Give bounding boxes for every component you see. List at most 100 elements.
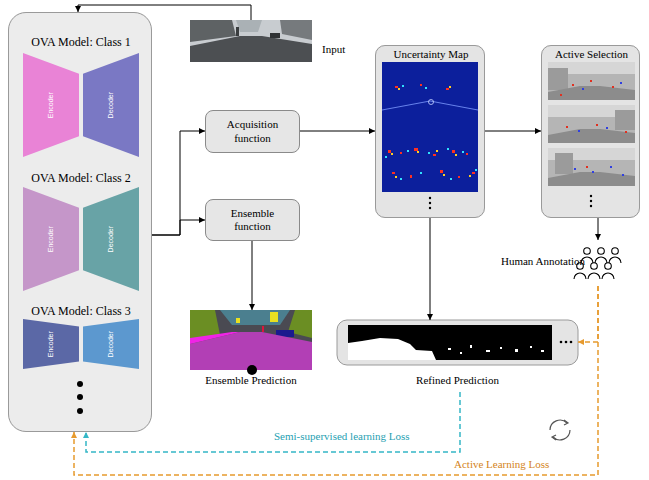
node-label: Ensemble function (218, 207, 288, 233)
block-label: Encoder (47, 226, 55, 252)
ellipsis-dots (560, 341, 563, 344)
uncertainty-heatmap (388, 84, 475, 178)
trapezoid-shape (23, 319, 79, 369)
trapezoid-shape (23, 53, 79, 157)
people-icon (612, 248, 619, 255)
flow-arrow (74, 286, 598, 475)
ellipsis-dots (77, 381, 83, 387)
selection-photo (548, 62, 635, 100)
cycle-icon (564, 420, 568, 425)
flow-arrow (485, 131, 541, 132)
selection-photo (548, 86, 635, 100)
segmentation-image (220, 310, 290, 325)
refined-mask (348, 325, 552, 360)
flow-arrow (300, 131, 375, 132)
loss-label: Active Learning Loss (452, 458, 551, 471)
trapezoid-shape (23, 187, 79, 291)
uncertainty-heatmap (429, 100, 434, 105)
node-label: OVA Model: Class 3 (31, 304, 130, 318)
prediction-box: Refined Prediction (337, 320, 578, 392)
input-image: Input (190, 20, 312, 62)
input-photo (236, 27, 239, 36)
flow-arrow (430, 218, 431, 320)
segmentation-image (247, 365, 257, 375)
selection-photo (566, 124, 627, 133)
refined-mask (448, 345, 544, 354)
people-icon (591, 263, 598, 270)
ellipsis-dots (77, 195, 592, 414)
decoder-block: Decoder (83, 319, 139, 369)
process-box: Acquisition function (205, 110, 300, 153)
annotation-node: Human Annotation (514, 240, 622, 286)
panel-ground (8, 12, 152, 432)
selection-panel: Active Selection (541, 45, 640, 218)
map-panel: Uncertainty Map (375, 45, 485, 218)
encoder-block: Encoder (23, 319, 79, 369)
ellipsis-dots (77, 408, 83, 414)
flow-arrow (598, 218, 599, 240)
node-label: OVA Model: Class 1 (31, 35, 130, 49)
ellipsis-dots (429, 207, 431, 209)
flow-arrow (252, 241, 253, 310)
uncertainty-heatmap (382, 62, 478, 192)
ellipsis-dots (590, 205, 592, 207)
ellipsis-dots (570, 341, 573, 344)
cycle-icon (553, 430, 570, 440)
block-label: Encoder (47, 331, 55, 357)
loss-label: Semi-supervised learning Loss (272, 430, 412, 443)
panel-ground (541, 45, 640, 218)
segmentation-image (236, 318, 240, 323)
cycle-icon (550, 420, 567, 430)
refined-mask (348, 325, 552, 360)
node-label: Ensemble Prediction (205, 374, 296, 387)
node-label: OVA Model: Class 2 (31, 171, 130, 185)
decoder-block: Decoder (83, 53, 139, 157)
ellipsis-dots (565, 341, 568, 344)
flow-arrow (578, 286, 598, 342)
segmentation-image (190, 310, 312, 375)
selection-photo (560, 80, 614, 96)
uncertainty-heatmap (382, 62, 478, 192)
people-icon (581, 257, 621, 263)
input-photo (190, 20, 312, 62)
segmentation-image (190, 332, 312, 370)
panel-ground (8, 12, 640, 432)
block-label: Decoder (107, 331, 115, 357)
flow-arrow (152, 220, 205, 235)
ellipsis-dots (590, 195, 592, 197)
selection-photo (548, 105, 635, 143)
selection-photo (548, 68, 568, 90)
block-label: Decoder (107, 92, 115, 118)
trapezoid-shape (83, 319, 139, 369)
input-photo (190, 20, 312, 62)
input-photo (236, 20, 262, 32)
selection-photo (548, 148, 635, 186)
segmentation-image (262, 326, 264, 332)
selection-photo (578, 127, 608, 132)
input-photo (270, 33, 280, 38)
input-photo (280, 20, 312, 40)
selection-photo (555, 153, 573, 174)
selection-photo (548, 62, 635, 186)
segmentation-image (270, 312, 278, 322)
panel-ground (375, 45, 485, 218)
cycle-icon (550, 420, 570, 440)
block-label: Decoder (107, 226, 115, 252)
input-photo (190, 36, 312, 62)
node-label: Input (322, 43, 345, 56)
selection-photo (548, 129, 635, 143)
uncertainty-heatmap (382, 101, 478, 110)
refined-mask (348, 338, 436, 360)
flow-arrow (86, 392, 460, 452)
trapezoid-shape (83, 53, 139, 157)
node-label: Active Selection (555, 48, 628, 61)
process-box: Ensemble function (205, 199, 300, 241)
ellipsis-dots (429, 197, 431, 199)
encoder-block: Encoder (23, 187, 79, 291)
decoder-block: Decoder (83, 187, 139, 291)
people-icon (584, 248, 591, 255)
selection-photo (574, 166, 624, 176)
node-label: Refined Prediction (416, 374, 499, 387)
segmentation-image (190, 332, 240, 344)
